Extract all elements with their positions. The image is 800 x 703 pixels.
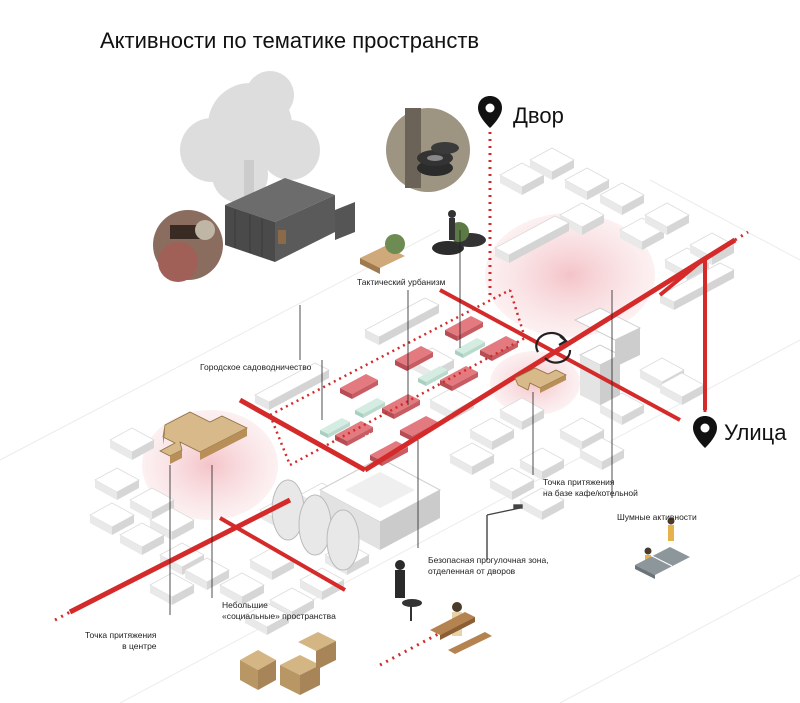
benches [430,612,492,654]
dark-pavilion [225,178,355,262]
photo-ruins [153,210,223,282]
label-attraction-cafe-line2: на базе кафе/котельной [543,488,638,498]
label-attraction-center: Точка притяжения в центре [85,630,157,652]
ping-pong-table [635,547,690,579]
turn-arrow-icon [535,331,572,364]
page-title: Активности по тематике пространств [100,28,480,53]
label-attraction-center-line2: в центре [122,641,157,651]
courtyard-block [271,457,442,571]
label-attraction-cafe: Точка притяжения на базе кафе/котельной [543,477,638,499]
pin-courtyard-label: Двор [513,103,564,128]
landmark-center [159,411,248,464]
label-safe-zone-line2: отделенная от дворов [428,566,516,576]
pin-street-icon [693,416,717,448]
street-lamp [486,504,523,560]
label-tactical-urbanism: Тактический урбанизм [357,277,446,287]
label-noisy-activities: Шумные активности [617,512,697,522]
label-small-social-line2: «социальные» пространства [222,611,336,621]
photo-tires [386,108,470,192]
pallets-and-tires [360,210,486,274]
label-small-social: Небольшие «социальные» пространства [222,600,336,622]
small-pavilions [240,632,336,695]
landmark-cafe [514,367,567,393]
label-safe-zone: Безопасная прогулочная зона, отделенная … [428,555,549,577]
label-attraction-cafe-line1: Точка притяжения [543,477,615,487]
label-attraction-center-line1: Точка притяжения [85,630,157,640]
label-small-social-line1: Небольшие [222,600,268,610]
tall-building [573,307,642,405]
pin-courtyard-icon [478,96,502,128]
label-safe-zone-line1: Безопасная прогулочная зона, [428,555,549,565]
leader-lines [169,230,613,615]
pin-street-label: Улица [724,420,787,445]
tree-silhouette [180,71,320,220]
label-urban-gardening: Городское садоводничество [200,362,312,372]
